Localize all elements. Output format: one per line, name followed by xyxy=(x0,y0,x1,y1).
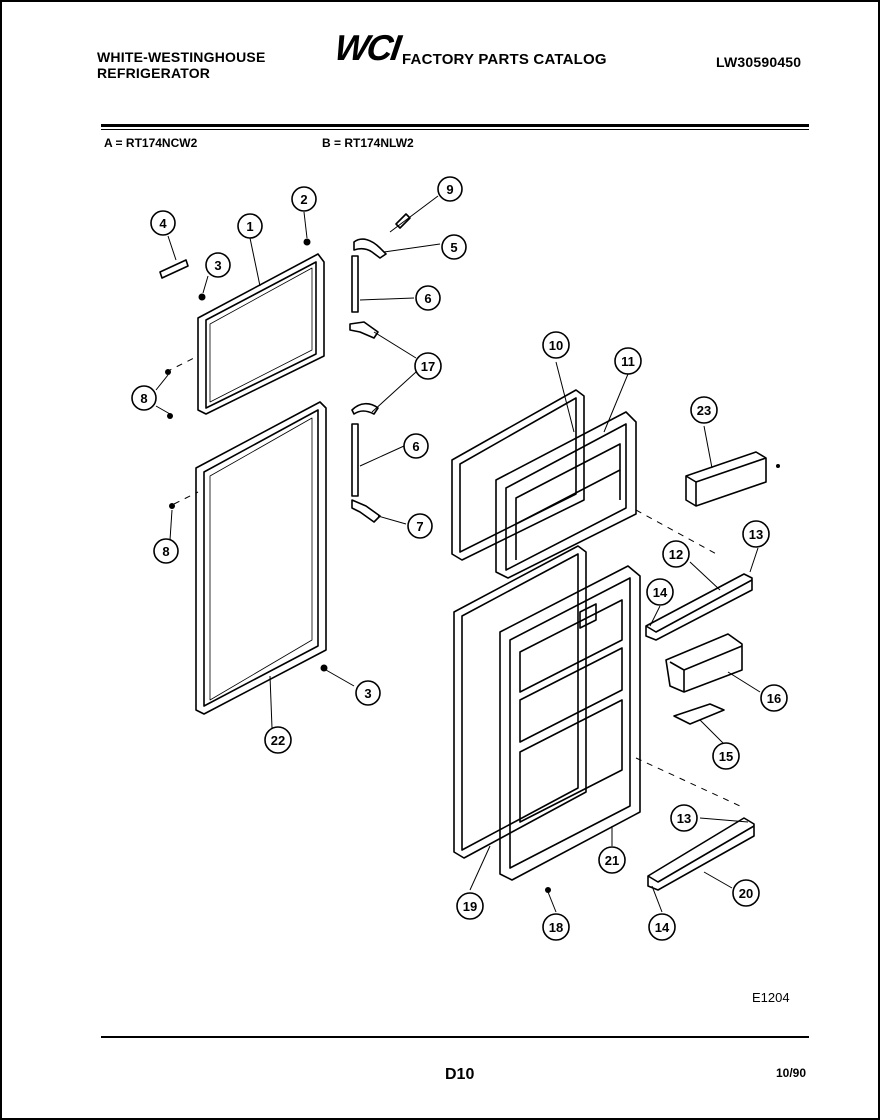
svg-text:21: 21 xyxy=(605,853,619,868)
callout-15: 15 xyxy=(712,742,740,770)
svg-text:12: 12 xyxy=(669,547,683,562)
fresh-food-door-liner xyxy=(499,565,641,881)
callout-5: 5 xyxy=(441,234,467,260)
manufacturer-title: WHITE-WESTINGHOUSE REFRIGERATOR xyxy=(97,49,265,81)
leader-lines xyxy=(155,195,761,913)
dairy-bin-part xyxy=(685,451,767,507)
callout-3: 3 xyxy=(205,252,231,278)
callout-13b: 13 xyxy=(670,804,698,832)
callout-9: 9 xyxy=(437,176,463,202)
callout-7: 7 xyxy=(407,513,433,539)
svg-text:22: 22 xyxy=(271,733,285,748)
hinge-parts xyxy=(349,213,411,523)
svg-text:4: 4 xyxy=(159,216,167,231)
callout-1: 1 xyxy=(237,213,263,239)
svg-text:6: 6 xyxy=(412,439,419,454)
callout-2: 2 xyxy=(291,186,317,212)
butter-compartment-part xyxy=(665,633,743,693)
callout-13: 13 xyxy=(742,520,770,548)
freezer-door-gasket xyxy=(197,253,325,415)
callout-23: 23 xyxy=(690,396,718,424)
svg-text:5: 5 xyxy=(450,240,457,255)
door-shelf-rail-lower xyxy=(647,817,755,891)
callout-14: 14 xyxy=(646,578,674,606)
fresh-food-door-gasket xyxy=(195,401,327,715)
callout-12: 12 xyxy=(662,540,690,568)
svg-text:19: 19 xyxy=(463,899,477,914)
callout-21: 21 xyxy=(598,846,626,874)
egg-tray-part xyxy=(673,703,725,725)
freezer-door-liner xyxy=(495,411,637,579)
callout-22: 22 xyxy=(264,726,292,754)
callout-19: 19 xyxy=(456,892,484,920)
callout-18: 18 xyxy=(542,913,570,941)
door-shelf-rail-upper xyxy=(645,573,753,641)
callout-14b: 14 xyxy=(648,913,676,941)
svg-text:14: 14 xyxy=(655,920,670,935)
svg-text:10: 10 xyxy=(549,338,563,353)
svg-text:20: 20 xyxy=(739,886,753,901)
svg-text:3: 3 xyxy=(214,258,221,273)
model-a-label: A = RT174NCW2 xyxy=(104,136,198,150)
freezer-door-gasket-right xyxy=(451,389,585,561)
svg-text:2: 2 xyxy=(300,192,307,207)
callout-17: 17 xyxy=(414,352,442,380)
svg-text:9: 9 xyxy=(446,182,453,197)
catalog-number: LW30590450 xyxy=(716,54,802,70)
svg-text:13: 13 xyxy=(677,811,691,826)
callout-6: 6 xyxy=(415,285,441,311)
callout-bubbles: 1 2 3 4 8 8 3 22 9 5 6 17 6 7 10 11 23 1… xyxy=(131,176,788,941)
svg-text:8: 8 xyxy=(140,391,147,406)
svg-text:6: 6 xyxy=(424,291,431,306)
callout-10: 10 xyxy=(542,331,570,359)
callout-3b: 3 xyxy=(355,680,381,706)
callout-4: 4 xyxy=(150,210,176,236)
svg-text:7: 7 xyxy=(416,519,423,534)
svg-text:18: 18 xyxy=(549,920,563,935)
svg-text:1: 1 xyxy=(246,219,253,234)
callout-20: 20 xyxy=(732,879,760,907)
manufacturer-line-2: REFRIGERATOR xyxy=(97,65,211,81)
svg-text:23: 23 xyxy=(697,403,711,418)
svg-text:13: 13 xyxy=(749,527,763,542)
header-divider-thin xyxy=(101,129,809,130)
svg-text:3: 3 xyxy=(364,686,371,701)
model-b-label: B = RT174NLW2 xyxy=(322,136,414,150)
svg-text:11: 11 xyxy=(621,354,635,369)
screw-parts xyxy=(165,238,780,893)
svg-text:15: 15 xyxy=(719,749,733,764)
header-divider xyxy=(101,124,809,127)
fresh-food-door-gasket-right xyxy=(453,545,587,859)
callout-6b: 6 xyxy=(403,433,429,459)
figure-code: E1204 xyxy=(752,990,790,1005)
svg-text:14: 14 xyxy=(653,585,668,600)
manufacturer-line-1: WHITE-WESTINGHOUSE xyxy=(97,49,266,65)
page-label: D10 xyxy=(445,1066,475,1083)
callout-11: 11 xyxy=(614,347,642,375)
svg-text:16: 16 xyxy=(767,691,781,706)
footer-divider xyxy=(101,1036,809,1038)
callout-8: 8 xyxy=(131,385,157,411)
handle-insert-part xyxy=(159,259,189,279)
catalog-date: 10/90 xyxy=(776,1066,807,1080)
catalog-title: FACTORY PARTS CATALOG xyxy=(402,51,607,68)
callout-8b: 8 xyxy=(153,538,179,564)
svg-text:8: 8 xyxy=(162,544,169,559)
svg-text:17: 17 xyxy=(421,359,435,374)
callout-16: 16 xyxy=(760,684,788,712)
